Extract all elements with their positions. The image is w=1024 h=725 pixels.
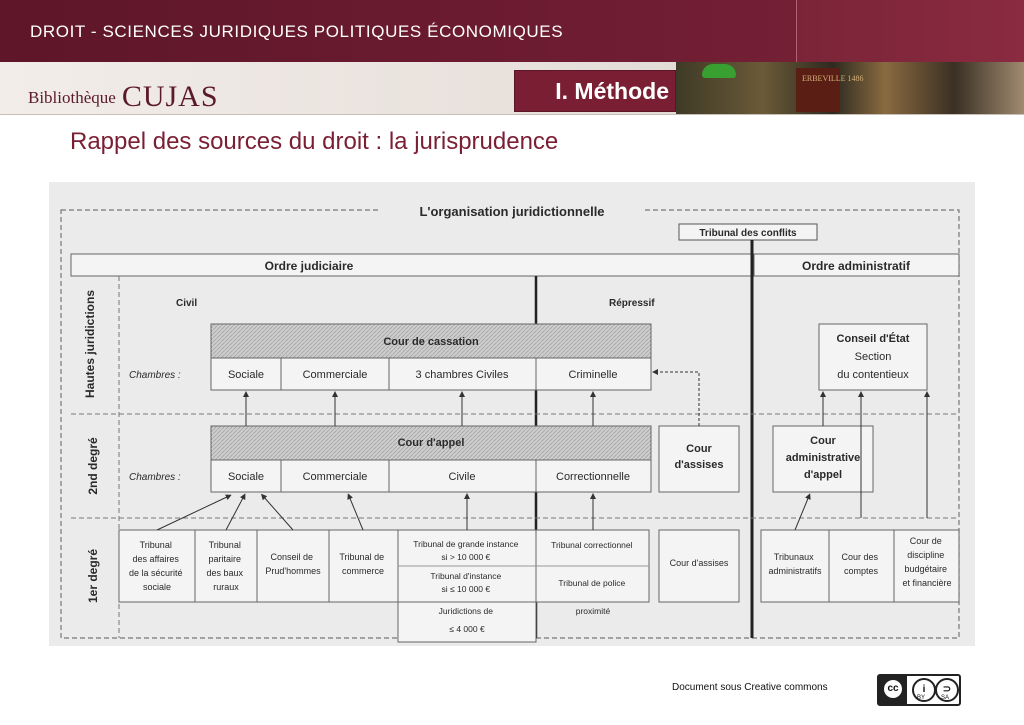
row-label-hautes: Hautes juridictions [83, 290, 97, 398]
top-banner: DROIT - SCIENCES JURIDIQUES POLITIQUES É… [0, 0, 1024, 62]
cassation-chamber: Sociale [228, 369, 264, 381]
svg-text:Tribunal de grande instance: Tribunal de grande instance si > 10 000 … [413, 539, 520, 634]
banner-text: DROIT - SCIENCES JURIDIQUES POLITIQUES É… [30, 22, 564, 41]
library-prefix: Bibliothèque [28, 88, 116, 107]
conseil-etat-line: Conseil d'État [837, 332, 910, 345]
cassation-chamber: Commerciale [303, 369, 368, 381]
assizes-first-degree: Cour d'assises [670, 558, 729, 568]
appeal-chamber: Sociale [228, 471, 264, 483]
license-note: Document sous Creative commons [672, 682, 828, 693]
admin-order-band [753, 253, 960, 277]
svg-text:Cour des comptes: Cour des comptes [841, 552, 880, 576]
book-icon [796, 68, 840, 112]
caa-box [772, 425, 874, 493]
appeal-chamber: Civile [449, 471, 476, 483]
chambers-label-2: Chambres : [129, 472, 181, 483]
header-photo: ERBEVILLE 1486 [676, 62, 1024, 114]
svg-text:Cour de discipline bud: Cour de discipline budgétaire et financi… [902, 536, 951, 588]
svg-text:Tribunaux administratifs: Tribunaux administratifs [768, 552, 822, 576]
judicial-order-label: Ordre judiciaire [265, 259, 354, 273]
svg-text:Tribunal correctionnel Tri: Tribunal correctionnel Tribunal de polic… [551, 540, 635, 616]
caa-line: Cour [810, 435, 836, 447]
row-label-2nd: 2nd degré [86, 437, 100, 495]
lamp-icon [702, 64, 736, 78]
civil-label: Civil [176, 298, 197, 309]
appeal-title: Cour d'appel [398, 437, 465, 449]
library-name: CUJAS [121, 80, 219, 113]
cc-sa-label: SA [941, 695, 950, 701]
assizes-line: Cour [686, 443, 712, 455]
cc-badge-left: cc [879, 676, 907, 704]
appeal-chamber: Correctionnelle [556, 471, 630, 483]
conflicts-court-label: Tribunal des conflits [699, 228, 797, 239]
cassation-title: Cour de cassation [383, 336, 479, 348]
conseil-etat-line: du contentieux [837, 369, 909, 381]
judicial-order-band [70, 253, 755, 277]
assizes-box [658, 425, 740, 493]
cc-by-label: BY [917, 695, 926, 701]
conseil-etat-box [818, 323, 928, 391]
banner-window-panel [796, 0, 1024, 62]
row-label-1er: 1er degré [86, 549, 100, 603]
share-alike-icon: ⊃ [935, 678, 959, 702]
conseil-etat-line: Section [855, 351, 892, 363]
conflicts-court-box [678, 223, 818, 241]
svg-text:Tribunal paritaire des: Tribunal paritaire des baux ruraux [206, 540, 245, 592]
admin-order-label: Ordre administratif [802, 259, 911, 273]
cassation-chamber: Criminelle [569, 369, 618, 381]
chambers-label-1: Chambres : [129, 370, 181, 381]
library-logo: Bibliothèque CUJAS [28, 77, 219, 113]
svg-text:Tribunal de commerce: Tribunal de commerce [339, 552, 386, 576]
slide-subtitle: Rappel des sources du droit : la jurispr… [70, 128, 559, 155]
book-spine-text: ERBEVILLE 1486 [802, 74, 864, 83]
creative-commons-badge[interactable]: cc i ⊃ BY SA [877, 674, 961, 706]
penal-label: Répressif [609, 298, 655, 309]
court-organization-diagram: L'organisation juridictionnelle Tribunal… [49, 182, 975, 646]
svg-text:Conseil de Prud'hommes: Conseil de Prud'hommes [265, 552, 321, 576]
cc-icon: cc [882, 678, 904, 700]
appeal-chamber: Commerciale [303, 471, 368, 483]
section-title-box: I. Méthode [514, 70, 676, 112]
diagram-title: L'organisation juridictionnelle [419, 204, 604, 219]
appeal-header [210, 425, 652, 461]
cassation-chamber: 3 chambres Civiles [416, 369, 509, 381]
section-title: I. Méthode [555, 78, 669, 104]
diagram-svg: L'organisation juridictionnelle Tribunal… [60, 200, 960, 643]
caa-line: d'appel [804, 469, 842, 481]
cassation-header [210, 323, 652, 359]
caa-line: administrative [786, 452, 861, 464]
assizes-line: d'assises [674, 459, 723, 471]
svg-text:Tribunal des affaires: Tribunal des affaires de la sécurité soc… [129, 540, 185, 592]
